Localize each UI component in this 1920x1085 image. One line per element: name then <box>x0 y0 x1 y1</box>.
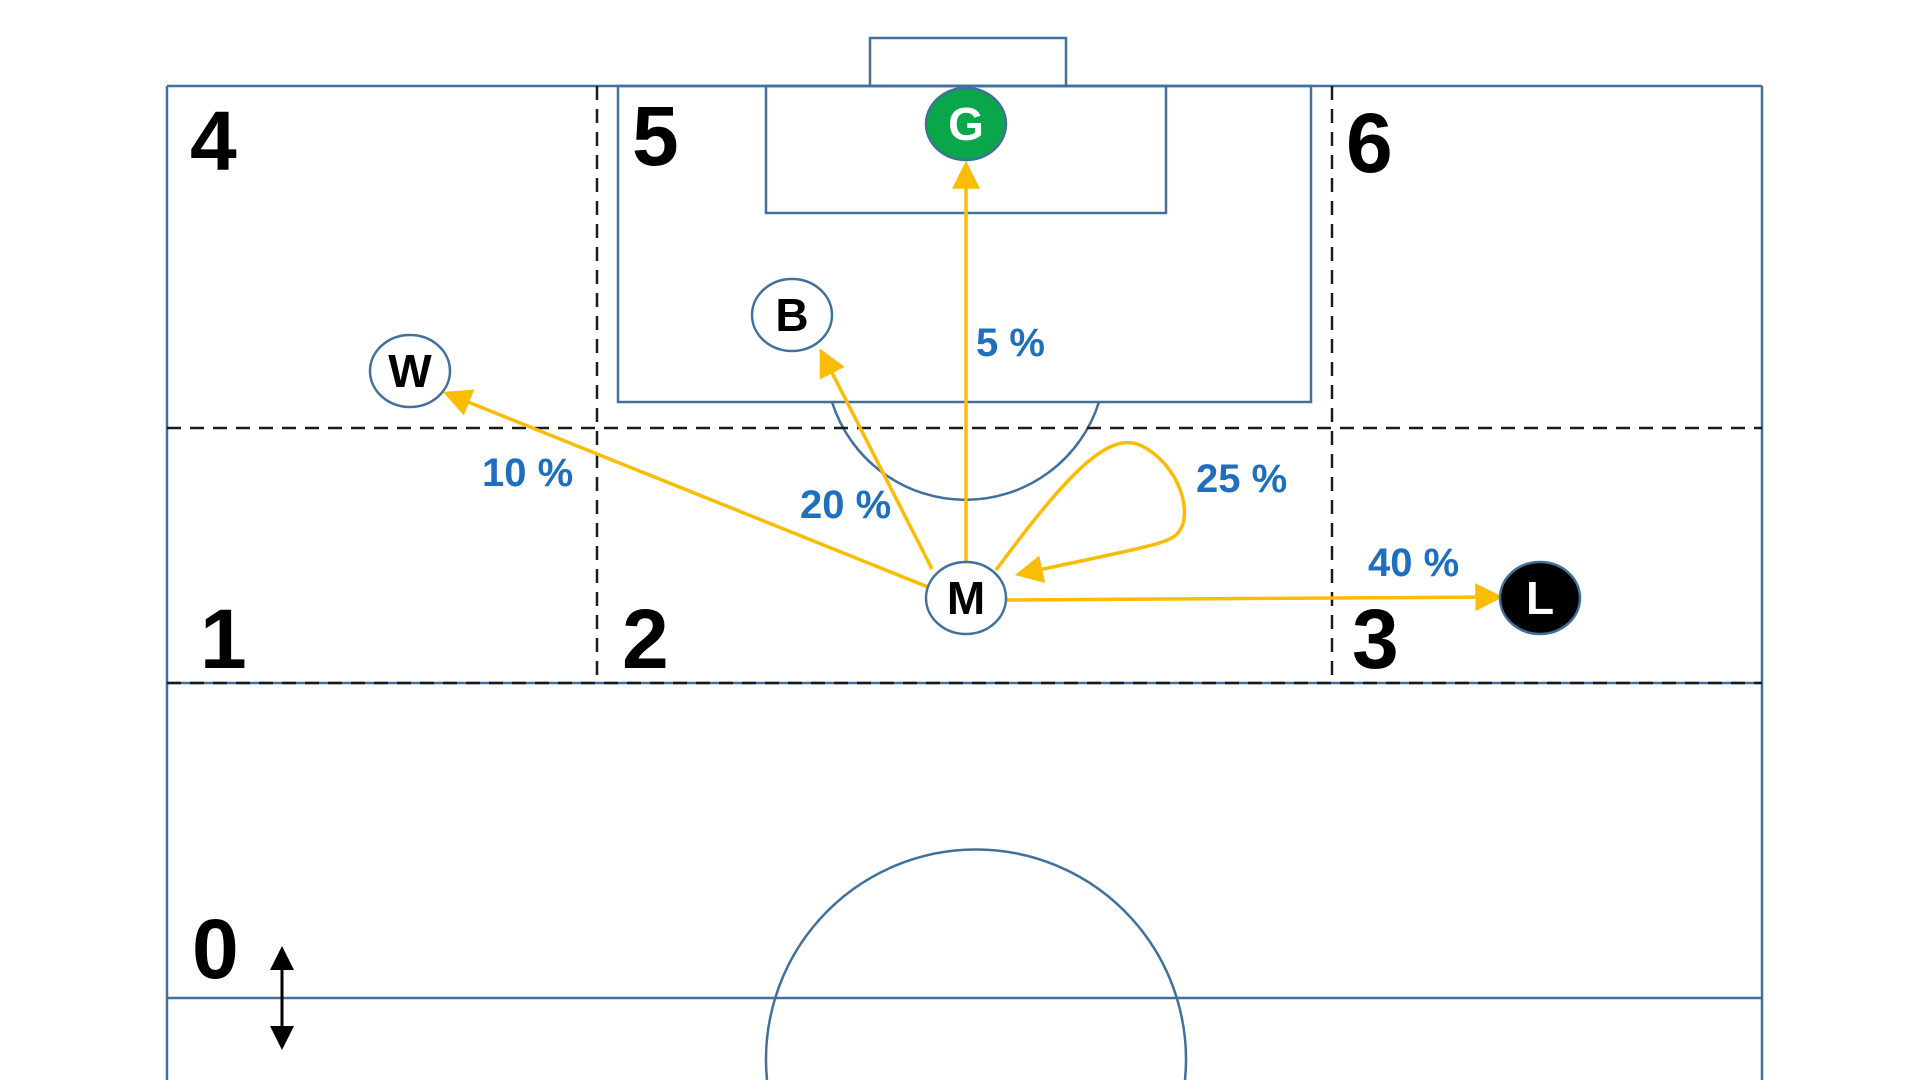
node-w-circle <box>368 333 452 409</box>
arrow-m-to-w <box>443 389 929 589</box>
node-g-circle <box>924 86 1008 162</box>
node-b-circle <box>750 277 834 353</box>
arrow-m-to-m-loop <box>994 440 1187 583</box>
node-m: M <box>924 560 1008 636</box>
node-b: B <box>750 277 834 353</box>
arrow-m-to-b <box>819 348 934 570</box>
prob-m-to-l: 40 % <box>1368 541 1459 585</box>
prob-m-to-b: 20 % <box>800 483 891 527</box>
node-w-label: W <box>388 345 432 397</box>
zone-label-3: 3 <box>1352 592 1399 686</box>
arrow-m-to-l <box>1006 583 1504 612</box>
zone-label-6: 6 <box>1346 96 1393 190</box>
node-m-label: M <box>947 572 985 624</box>
probability-labels: 10 % 20 % 5 % 25 % 40 % <box>482 321 1459 585</box>
zone-label-5: 5 <box>632 89 679 183</box>
prob-m-to-g: 5 % <box>976 321 1045 365</box>
node-l-label: L <box>1526 572 1554 624</box>
zone-label-2: 2 <box>622 592 669 686</box>
goal <box>868 36 1068 88</box>
zone-label-0: 0 <box>192 902 239 996</box>
transition-arrows <box>443 160 1504 612</box>
center-circle <box>764 848 1188 1081</box>
zone-labels: 4 5 6 1 2 3 0 <box>190 89 1399 996</box>
node-w: W <box>368 333 452 409</box>
zone-label-1: 1 <box>200 592 247 686</box>
node-m-circle <box>924 560 1008 636</box>
zone-label-4: 4 <box>190 94 237 188</box>
state-nodes: G B W M L <box>368 86 1582 636</box>
node-l-circle <box>1498 560 1582 636</box>
zone-dividers <box>167 86 1762 685</box>
node-l: L <box>1498 560 1582 636</box>
node-b-label: B <box>775 289 808 341</box>
prob-m-to-w: 10 % <box>482 451 573 495</box>
node-g-label: G <box>948 98 984 150</box>
node-g: G <box>924 86 1008 162</box>
prob-m-to-m: 25 % <box>1196 457 1287 501</box>
